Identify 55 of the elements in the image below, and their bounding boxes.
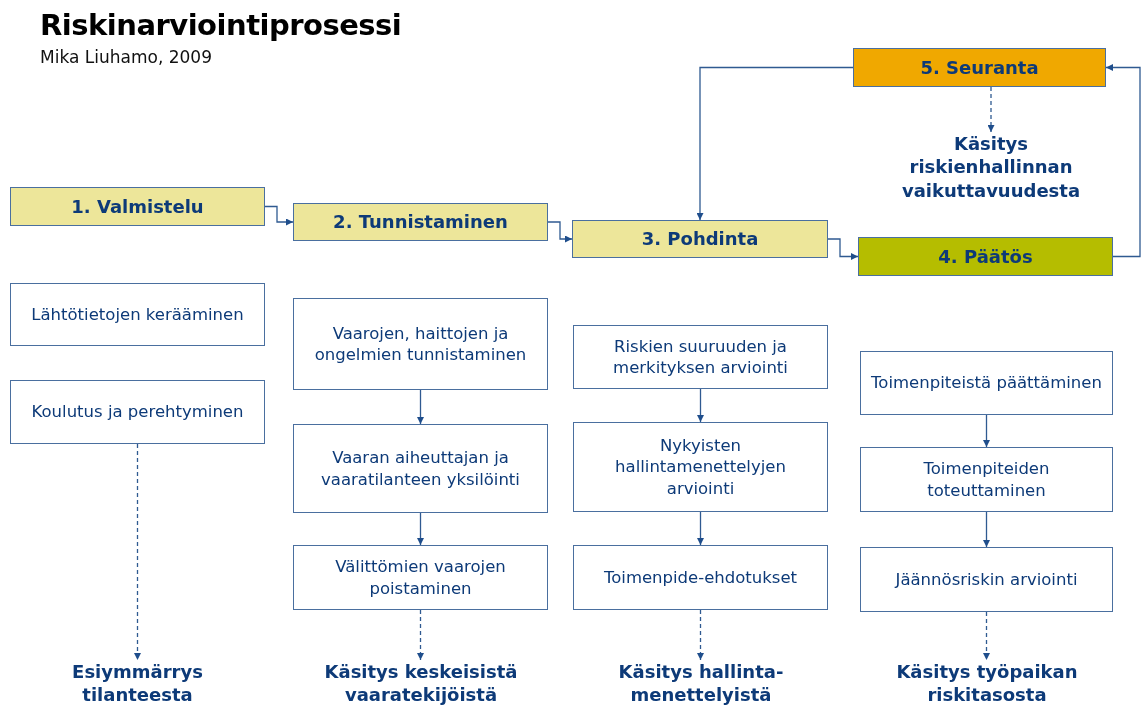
phase-box <box>572 220 828 258</box>
phase-box <box>858 237 1113 276</box>
phase-box <box>293 203 548 241</box>
phase-box <box>10 187 265 226</box>
outcome-text: Käsitys keskeisistä vaaratekijöistä <box>282 660 560 710</box>
step-text: Toimenpide-ehdotukset <box>603 566 798 589</box>
arrow <box>827 238 859 260</box>
step-box <box>860 447 1113 512</box>
phase-box <box>853 48 1106 87</box>
phase-title: 4. Päätös <box>938 244 1033 269</box>
step-text: Vaaran aiheuttajan ja vaaratilanteen yksilöinti <box>320 447 521 490</box>
arrow <box>697 388 704 423</box>
author-note: Mika Liuhamo, 2009 <box>40 47 212 67</box>
step-box <box>860 547 1113 612</box>
phase-title: 2. Tunnistaminen <box>333 210 508 234</box>
step-box <box>573 545 828 610</box>
step-box <box>573 422 828 512</box>
step-text: Lähtötietojen kerääminen <box>31 303 244 326</box>
dashed-arrow <box>417 609 424 661</box>
step-text: Toimenpiteistä päättäminen <box>871 372 1102 394</box>
outcome-text: Käsitys hallinta-menettelyistä <box>560 660 842 710</box>
arrow <box>417 512 424 546</box>
dashed-arrow <box>697 609 704 661</box>
dashed-arrow <box>134 443 141 661</box>
step-text: Vaarojen, haittojen ja ongelmien tunnistaminen <box>313 322 528 366</box>
arrow <box>696 66 854 221</box>
arrow <box>547 221 573 243</box>
dashed-arrow <box>987 86 995 133</box>
phase-title: 5. Seuranta <box>920 55 1039 80</box>
step-text: Jäännösriskin arviointi <box>895 568 1078 591</box>
step-text: Välittömien vaarojen poistaminen <box>334 556 507 599</box>
step-box <box>10 283 265 346</box>
phase-title: 1. Valmistelu <box>71 194 204 219</box>
step-box <box>573 325 828 389</box>
arrow <box>264 205 294 226</box>
step-box <box>10 380 265 444</box>
step-text: Riskien suuruuden ja merkityksen arviointi <box>612 335 789 379</box>
arrow <box>417 389 424 425</box>
outcome-text: Esiymmärrys tilanteesta <box>15 660 260 710</box>
step-box <box>860 351 1113 415</box>
arrow <box>983 414 990 448</box>
phase-title: 3. Pohdinta <box>641 227 759 251</box>
step-text: Koulutus ja perehtyminen <box>31 401 244 423</box>
step-box <box>293 545 548 610</box>
step-box <box>293 298 548 390</box>
step-text: Toimenpiteiden toteuttaminen <box>922 458 1051 501</box>
arrow <box>697 511 704 546</box>
diagram-title: Riskinarviointiprosessi <box>40 8 402 42</box>
outcome-text: Käsitys työpaikan riskitasosta <box>848 660 1126 710</box>
step-text: Nykyisten hallintamenettelyjen arviointi <box>614 434 787 500</box>
arrow <box>1105 64 1141 258</box>
outcome-text: Käsitys riskienhallinnan vaikuttavuudesta <box>880 132 1102 208</box>
dashed-arrow <box>983 611 990 661</box>
step-box <box>293 424 548 513</box>
arrow <box>983 511 990 548</box>
